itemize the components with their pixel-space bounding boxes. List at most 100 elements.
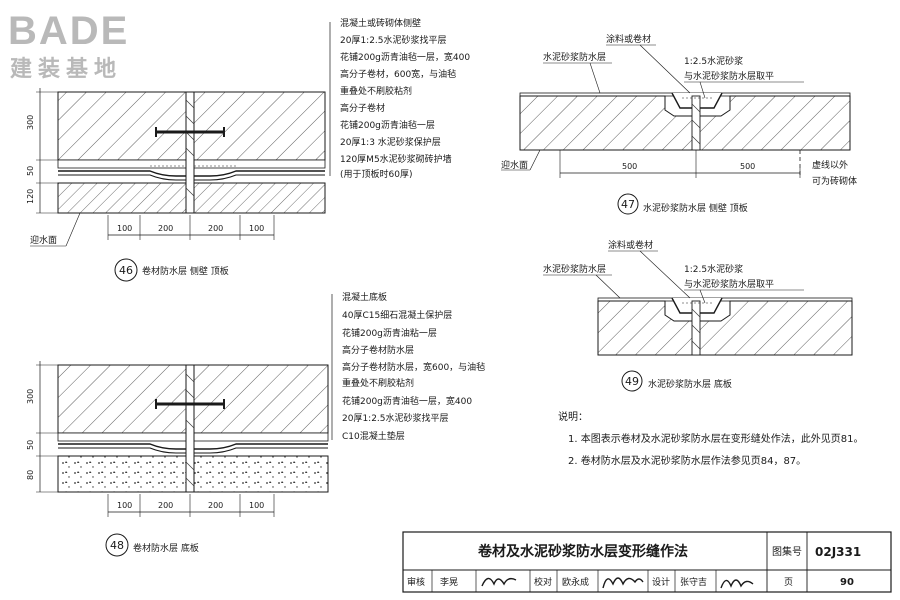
logo-subtitle: 建装基地 [10, 57, 122, 82]
concrete-slab-47 [519, 95, 851, 151]
page-number: 90 [840, 577, 854, 588]
label-48-1: 40厚C15细石混凝土保护层 [342, 309, 452, 321]
check-label: 校对 [534, 576, 552, 588]
dim-v48-80: 80 [26, 470, 35, 480]
mortar-waterproof-layer-49 [597, 297, 853, 302]
detail-48: 300 50 80 100 200 200 100 混凝土底板 40厚C15细石… [26, 291, 485, 557]
dim-47-500a: 500 [622, 162, 637, 171]
detail-number-circle-47 [617, 193, 639, 215]
caption-48: 卷材防水层 底板 [133, 542, 199, 554]
note-47-line2: 可为砖砌体 [812, 175, 857, 187]
label-46-0: 混凝土或砖砌体侧壁 [340, 17, 421, 29]
detail-number-circle-46 [114, 258, 138, 282]
joint-filler-47 [691, 95, 701, 151]
caption-46: 卷材防水层 侧壁 顶板 [142, 265, 229, 277]
label-46-3: 高分子卷材，600宽，与油毡 [340, 68, 456, 80]
note-item-2: 2. 卷材防水层及水泥砂浆防水层作法参见页84，87。 [568, 454, 806, 467]
drawing-title: 卷材及水泥砂浆防水层变形缝作法 [477, 543, 688, 560]
label-48-8: C10混凝土垫层 [342, 430, 405, 442]
dim-v-300: 300 [26, 115, 35, 130]
detail-number-46: 46 [119, 264, 133, 277]
note-item-1: 1. 本图表示卷材及水泥砂浆防水层在变形缝处作法，此外见页81。 [568, 432, 863, 445]
dim-47-500b: 500 [740, 162, 755, 171]
designer-name: 张守吉 [680, 576, 707, 588]
label-49-2: 1:2.5水泥砂浆 [684, 263, 743, 275]
review-label: 审核 [407, 576, 425, 588]
label-48-2: 花铺200g沥青油粘一层 [342, 327, 437, 339]
dim-h48-100b: 100 [249, 501, 264, 510]
dims-vertical-48: 300 50 80 [26, 361, 58, 493]
dim-v48-300: 300 [26, 389, 35, 404]
caption-49: 水泥砂浆防水层 底板 [648, 378, 732, 390]
label-47-2: 1:2.5水泥砂浆 [684, 55, 743, 67]
label-48-6: 花铺200g沥青油毡一层，宽400 [342, 395, 472, 407]
dim-h-100b: 100 [249, 224, 264, 233]
label-46-4: 重叠处不刷胶粘剂 [340, 85, 412, 97]
dims-horizontal-46: 100 200 200 100 [107, 215, 275, 240]
detail-number-48: 48 [110, 539, 124, 552]
label-48-0: 混凝土底板 [342, 291, 387, 303]
checker-name: 欧永成 [562, 576, 589, 588]
detail-46: 300 50 120 100 200 200 100 迎水面 混凝土或砖砌体侧壁… [26, 17, 470, 282]
detail-number-47: 47 [621, 198, 635, 211]
side-label-47: 迎水面 [501, 159, 528, 171]
notes: 说明： 1. 本图表示卷材及水泥砂浆防水层在变形缝处作法，此外见页81。 2. … [558, 410, 863, 467]
dim-h-200a: 200 [158, 224, 173, 233]
dim-h-200b: 200 [208, 224, 223, 233]
label-49-1: 水泥砂浆防水层 [543, 263, 606, 275]
title-block: 卷材及水泥砂浆防水层变形缝作法 图集号 02J331 审核 李晃 校对 欧永成 … [402, 531, 892, 593]
page-label: 页 [784, 577, 793, 588]
label-48-4: 高分子卷材防水层，宽600，与油毡 [342, 361, 485, 373]
label-46-2: 花铺200g沥青油毡一层，宽400 [340, 51, 470, 63]
caption-47: 水泥砂浆防水层 侧壁 顶板 [643, 202, 748, 214]
designer-signature [720, 579, 754, 589]
label-46-1: 20厚1:2.5水泥砂浆找平层 [340, 34, 447, 46]
label-46-9: (用于顶板时60厚) [340, 168, 412, 180]
label-46-5: 高分子卷材 [340, 102, 385, 114]
joint-filler-48 [185, 364, 195, 493]
dim-v48-50: 50 [26, 440, 35, 450]
dim-h48-100a: 100 [117, 501, 132, 510]
label-47-1: 水泥砂浆防水层 [543, 51, 606, 63]
label-49-3: 与水泥砂浆防水层取平 [684, 278, 774, 290]
label-47-0: 涂料或卷材 [606, 33, 651, 45]
design-label: 设计 [652, 576, 670, 588]
label-46-6: 花铺200g沥青油毡一层 [340, 119, 435, 131]
label-48-7: 20厚1:2.5水泥砂浆找平层 [342, 412, 449, 424]
note-47-line1: 虚线以外 [812, 159, 848, 171]
leader-labels-46: 混凝土或砖砌体侧壁 20厚1:2.5水泥砂浆找平层 花铺200g沥青油毡一层，宽… [340, 17, 470, 180]
reviewer-signature [481, 577, 517, 587]
dim-v-120: 120 [26, 189, 35, 204]
dims-47: 500 500 [559, 150, 801, 178]
atlas-label: 图集号 [772, 545, 802, 558]
label-46-7: 20厚1:3 水泥砂浆保护层 [340, 136, 441, 148]
dim-v-50: 50 [26, 166, 35, 176]
leader-labels-48: 混凝土底板 40厚C15细石混凝土保护层 花铺200g沥青油粘一层 高分子卷材防… [342, 291, 485, 442]
notes-heading: 说明： [558, 410, 588, 423]
label-48-5: 重叠处不刷胶粘剂 [342, 377, 414, 389]
label-49-0: 涂料或卷材 [608, 239, 653, 251]
checker-signature [602, 577, 644, 589]
detail-number-circle-49 [621, 370, 643, 392]
dims-horizontal-48: 100 200 200 100 [107, 494, 275, 517]
logo-brand: BADE [8, 9, 129, 53]
detail-number-circle-48 [105, 533, 129, 557]
concrete-slab-49 [597, 300, 853, 356]
side-label-46: 迎水面 [30, 234, 57, 246]
dim-h48-200a: 200 [158, 501, 173, 510]
label-47-3: 与水泥砂浆防水层取平 [684, 70, 774, 82]
bade-logo: BADE 建装基地 [8, 9, 129, 82]
dim-h48-200b: 200 [208, 501, 223, 510]
joint-filler-49 [691, 300, 701, 356]
joint-filler [185, 91, 195, 214]
reviewer-name: 李晃 [440, 576, 458, 588]
dim-h-100a: 100 [117, 224, 132, 233]
detail-number-49: 49 [625, 375, 639, 388]
label-48-3: 高分子卷材防水层 [342, 344, 414, 356]
atlas-number: 02J331 [815, 545, 861, 559]
label-46-8: 120厚M5水泥砂浆砌砖护墙 [340, 153, 452, 165]
detail-49: 涂料或卷材 水泥砂浆防水层 1:2.5水泥砂浆 与水泥砂浆防水层取平 49 水泥… [543, 239, 853, 392]
detail-47: 500 500 迎水面 虚线以外 可为砖砌体 涂料或卷材 水泥砂浆防水层 1:2… [501, 33, 857, 215]
dims-vertical-46: 300 50 120 [26, 88, 58, 214]
